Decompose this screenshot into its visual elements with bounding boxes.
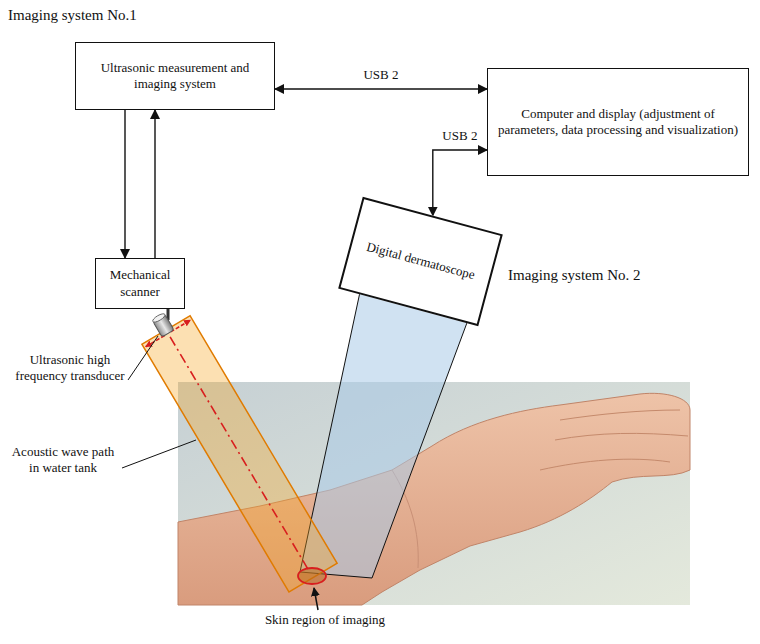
system-label: Imaging system No.1 — [8, 6, 228, 24]
process-box: Mechanical scanner — [95, 258, 185, 309]
process-box: Ultrasonic measurement and imaging syste… — [75, 42, 275, 110]
skin-region-mark — [298, 568, 326, 584]
leader-arrow — [314, 588, 318, 610]
scan-direction — [171, 320, 191, 332]
connector-arrow — [154, 110, 155, 258]
box-text: Digital dermatoscope — [365, 239, 477, 284]
edge-label: USB 2 — [439, 128, 480, 144]
connector-arrow — [275, 88, 487, 89]
box-text: Computer and display (adjustment of para… — [496, 106, 740, 139]
box-text: Mechanical scanner — [104, 267, 176, 300]
edge-label: USB 2 — [360, 67, 401, 83]
leader-line — [128, 336, 158, 380]
scan-direction — [146, 335, 166, 347]
part-label: Ultrasonic high frequency transducer — [6, 352, 134, 383]
connector-arrow — [124, 110, 125, 258]
finger-crease — [555, 433, 688, 440]
part-label: Skin region of imaging — [240, 612, 410, 628]
acoustic-wave-path — [142, 316, 337, 592]
connector-arrow — [433, 150, 487, 216]
process-box: Computer and display (adjustment of para… — [487, 68, 749, 176]
dermatoscope-view-cone — [300, 292, 468, 578]
beam-axis — [170, 337, 310, 573]
box-text: Ultrasonic measurement and imaging syste… — [84, 60, 266, 93]
finger-crease — [560, 410, 680, 420]
acoustic-path-group — [134, 302, 338, 592]
leader-line — [122, 440, 196, 468]
system-label: Imaging system No. 2 — [508, 266, 748, 284]
finger-crease — [540, 459, 670, 470]
part-label: Acoustic wave path in water tank — [6, 444, 120, 475]
transducer-top — [152, 312, 167, 323]
